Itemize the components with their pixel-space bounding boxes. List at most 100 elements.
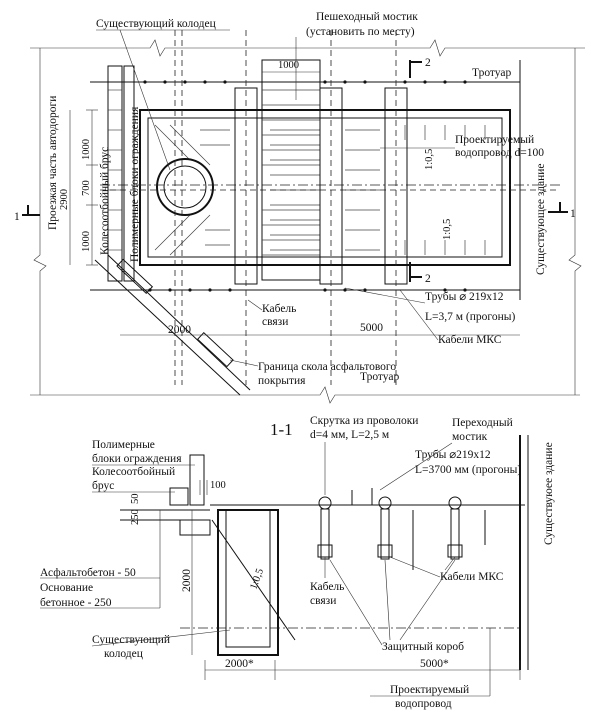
existing-well-section-label-2: колодец	[104, 648, 143, 660]
plan-top-border	[30, 39, 585, 57]
pipe-post-2	[377, 496, 393, 560]
polymer-blocks-label: Полимерные блоки ограждения	[129, 106, 141, 262]
cut-2-top-label: 2	[425, 57, 431, 69]
box-leader-2	[384, 559, 391, 641]
crossing-leader	[379, 442, 453, 491]
plan-bottom-border	[30, 386, 580, 404]
box-leader-1	[329, 559, 383, 646]
dim-50: 50	[130, 494, 141, 505]
asphalt-edge-diagonal-2	[107, 254, 251, 391]
fence-dots-bottom	[148, 288, 467, 292]
protective-box-label: Защитный короб	[382, 641, 464, 653]
section-view: 1-1	[40, 415, 555, 710]
cables-mks-leader	[399, 289, 439, 341]
box-leader-3	[399, 559, 456, 641]
pipe-post-1	[317, 496, 333, 560]
cable-label-1: Кабель	[262, 303, 296, 315]
polymer-blocks-ticks	[108, 89, 122, 251]
wheel-guard-section	[169, 487, 189, 506]
dim-100: 100	[210, 480, 226, 491]
cable-section-label-1: Кабель	[310, 581, 344, 593]
existing-well-circle	[156, 158, 214, 216]
dim-700: 700	[81, 180, 92, 196]
crossing-label-1: Переходный	[452, 417, 513, 429]
pipes-section-label: Трубы ⌀219x12	[415, 449, 491, 461]
diagonal-block-2	[196, 331, 234, 368]
existing-well-inner	[163, 165, 207, 209]
existing-well-section-leader	[91, 629, 231, 647]
slope-section: 1:0,5	[248, 567, 266, 591]
polymer-label-2: блоки ограждения	[92, 453, 182, 465]
cut-1-right: 1	[548, 202, 576, 220]
cut-2-bottom: 2	[409, 262, 431, 285]
cables-mks-leader-2	[444, 556, 456, 571]
dim-bottom-5000: 5000	[360, 322, 383, 334]
pipe-post-3	[447, 496, 463, 560]
cut-2-top: 2	[409, 57, 431, 78]
asphalt-label: Асфальтобетон - 50	[40, 567, 136, 579]
footbridge-label-2: (установить по месту)	[306, 26, 415, 38]
existing-building-section-label: Существуюее здание	[543, 442, 555, 545]
wheel-label-2: брус	[92, 480, 114, 492]
sidewalk-top-label: Тротуар	[472, 67, 512, 79]
existing-well-inner-section	[225, 509, 271, 648]
fence-dots-top	[143, 80, 467, 84]
cable-label-2: связи	[262, 316, 288, 328]
designed-water-section-label-1: Проектируемый	[390, 684, 469, 696]
cut-1-right-label: 1	[570, 208, 576, 220]
dim-2000-vertical: 2000	[181, 569, 193, 592]
slope-a: 1:0,5	[424, 149, 435, 170]
asphalt-edge-label-1: Граница скола асфальтового	[258, 361, 396, 373]
road-slab	[179, 519, 211, 536]
pipes-length-label: L=3,7 м (прогоны)	[425, 311, 515, 323]
pipes-label: Трубы ⌀ 219x12	[425, 291, 504, 303]
cable-leader	[247, 299, 263, 311]
cable-section-label-2: связи	[310, 595, 336, 607]
existing-well-label: Существующий колодец	[96, 18, 216, 30]
existing-well-section-label-1: Существующий	[92, 634, 170, 646]
dim-1000-bottom: 1000	[81, 231, 92, 252]
cut-1-left: 1	[14, 205, 40, 223]
cables-mks-section-label: Кабели МКС	[440, 571, 504, 583]
footbridge-label-1: Пешеходный мостик	[316, 11, 418, 23]
footbridge-planks	[262, 89, 320, 256]
twist-label-2: d=4 мм, L=2,5 м	[310, 429, 390, 441]
dim-overall-left: 2900	[59, 189, 70, 210]
carriageway-label: Проезжая часть автодороги	[47, 96, 59, 230]
trench-outline	[139, 109, 511, 266]
cut-1-left-label: 1	[14, 211, 20, 223]
trench-inner-outline	[147, 117, 503, 258]
slope-b: 1:0,5	[442, 219, 453, 240]
existing-well-leader	[119, 29, 171, 171]
designed-water-section-label-2: водопровод	[395, 698, 452, 710]
dim-5000-bottom: 5000*	[420, 658, 449, 670]
sidewalk-bottom-label: Тротуар	[360, 371, 400, 383]
wheel-guard-label: Колесоотбойный брус	[99, 147, 111, 255]
asphalt-edge-diagonal	[94, 259, 241, 396]
polymer-label-1: Полимерные	[92, 439, 155, 451]
polymer-block-section	[189, 454, 205, 506]
dim-bridge-width: 1000	[278, 60, 299, 71]
designed-water-label-2: водопровод d=100	[455, 147, 544, 159]
pipes-leader	[344, 287, 426, 304]
base-label-1: Основание	[40, 582, 93, 594]
footbridge-plan	[261, 59, 321, 281]
pipes-section-length: L=3700 мм (прогоны)	[415, 464, 521, 476]
cables-mks-leader-1	[389, 556, 441, 578]
base-label-2: бетонное - 250	[40, 597, 112, 609]
cables-mks-label: Кабели МКС	[438, 334, 502, 346]
polymer-blocks-plan	[107, 65, 123, 282]
crossing-label-2: мостик	[452, 431, 488, 443]
plan-view: 1 1 2 2 1000 2900 1000 700 1000	[14, 11, 585, 404]
wheel-guard-plan	[123, 65, 135, 282]
dim-250: 250	[130, 509, 141, 525]
existing-well-section	[217, 509, 279, 656]
plan-right-border	[568, 48, 582, 395]
section-title: 1-1	[270, 420, 293, 439]
existing-building-plan-label: Существующее здание	[535, 163, 547, 275]
twist-label-1: Скрутка из проволоки	[310, 415, 418, 427]
asphalt-edge-label-2: покрытия	[258, 375, 306, 387]
slope-line-section	[211, 519, 296, 641]
wheel-label-1: Колесоотбойный	[92, 466, 175, 478]
